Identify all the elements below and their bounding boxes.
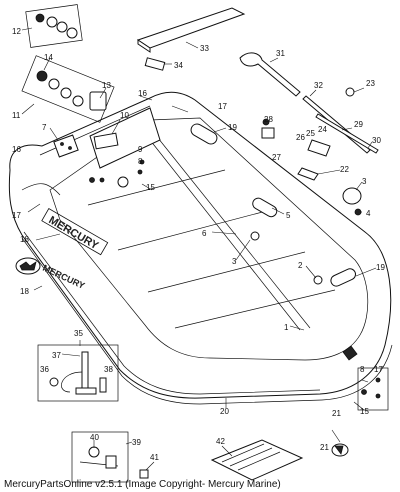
callout-27: 27 xyxy=(272,153,281,162)
bow-hardware-15 xyxy=(357,367,389,411)
callout-21: 21 xyxy=(332,409,341,418)
label-34 xyxy=(144,57,166,71)
valve-kit-12 xyxy=(25,4,83,48)
callout-19: 19 xyxy=(376,263,385,272)
callout-4: 4 xyxy=(366,209,371,218)
seat-33 xyxy=(136,7,246,53)
callout-7: 7 xyxy=(42,123,47,132)
pump-kit-35 xyxy=(37,344,119,402)
callout-33: 33 xyxy=(200,44,209,53)
owners-manual-42 xyxy=(210,439,304,481)
callout-26: 26 xyxy=(296,133,305,142)
callout-35: 35 xyxy=(74,329,83,338)
callout-12: 12 xyxy=(12,27,21,36)
callout-11: 11 xyxy=(12,111,21,120)
callout-8: 8 xyxy=(138,157,143,166)
plug-3-4 xyxy=(342,187,362,216)
inflatable-boat-hull: MERCURY xyxy=(8,91,393,405)
callout-14: 14 xyxy=(44,53,53,62)
callout-13: 13 xyxy=(102,81,111,90)
callout-22: 22 xyxy=(340,165,349,174)
callout-16: 16 xyxy=(138,89,147,98)
callout-30: 30 xyxy=(372,136,381,145)
callout-23: 23 xyxy=(366,79,375,88)
leader-lines xyxy=(21,27,377,471)
callout-28: 28 xyxy=(264,115,273,124)
callout-9: 9 xyxy=(138,145,143,154)
callout-18: 18 xyxy=(20,235,29,244)
callout-36: 36 xyxy=(40,365,49,374)
callout-31: 31 xyxy=(276,49,285,58)
callout-6: 6 xyxy=(202,229,207,238)
callout-8: 8 xyxy=(360,365,365,374)
callout-17: 17 xyxy=(374,365,383,374)
callout-34: 34 xyxy=(174,61,183,70)
callout-32: 32 xyxy=(314,81,323,90)
bow-eye-21 xyxy=(331,443,349,457)
oar-29 xyxy=(315,113,379,154)
callout-37: 37 xyxy=(52,351,61,360)
callout-19: 19 xyxy=(228,123,237,132)
callout-41: 41 xyxy=(150,453,159,462)
callout-3: 3 xyxy=(362,177,367,186)
callout-20: 20 xyxy=(220,407,229,416)
hinge-bracket-10 xyxy=(93,132,119,150)
plate-7 xyxy=(53,134,79,158)
callout-39: 39 xyxy=(132,438,141,447)
callout-17: 17 xyxy=(218,102,227,111)
copyright-caption: MercuryPartsOnline v2.5.1 (Image Copyrig… xyxy=(4,479,281,490)
repair-kit-39 xyxy=(71,431,149,483)
callout-21: 21 xyxy=(320,443,329,452)
callout-15: 15 xyxy=(360,407,369,416)
callout-3: 3 xyxy=(232,257,237,266)
callout-16: 16 xyxy=(12,145,21,154)
callout-15: 15 xyxy=(146,183,155,192)
callout-24: 24 xyxy=(318,125,327,134)
callout-25: 25 xyxy=(306,129,315,138)
valve-assembly-11 xyxy=(21,55,115,123)
bolts-8-9 xyxy=(89,159,145,183)
callout-40: 40 xyxy=(90,433,99,442)
callout-38: 38 xyxy=(104,365,113,374)
oarlock-parts-22-28 xyxy=(261,87,355,181)
callout-1: 1 xyxy=(284,323,289,332)
callout-29: 29 xyxy=(354,120,363,129)
callout-2: 2 xyxy=(298,261,303,270)
callout-18: 18 xyxy=(20,287,29,296)
oar-31 xyxy=(239,52,301,97)
callout-42: 42 xyxy=(216,437,225,446)
callout-10: 10 xyxy=(120,111,129,120)
callout-label-layer: 1233456788910111213141515161617171718181… xyxy=(12,27,385,462)
callout-5: 5 xyxy=(286,211,291,220)
callout-17: 17 xyxy=(12,211,21,220)
